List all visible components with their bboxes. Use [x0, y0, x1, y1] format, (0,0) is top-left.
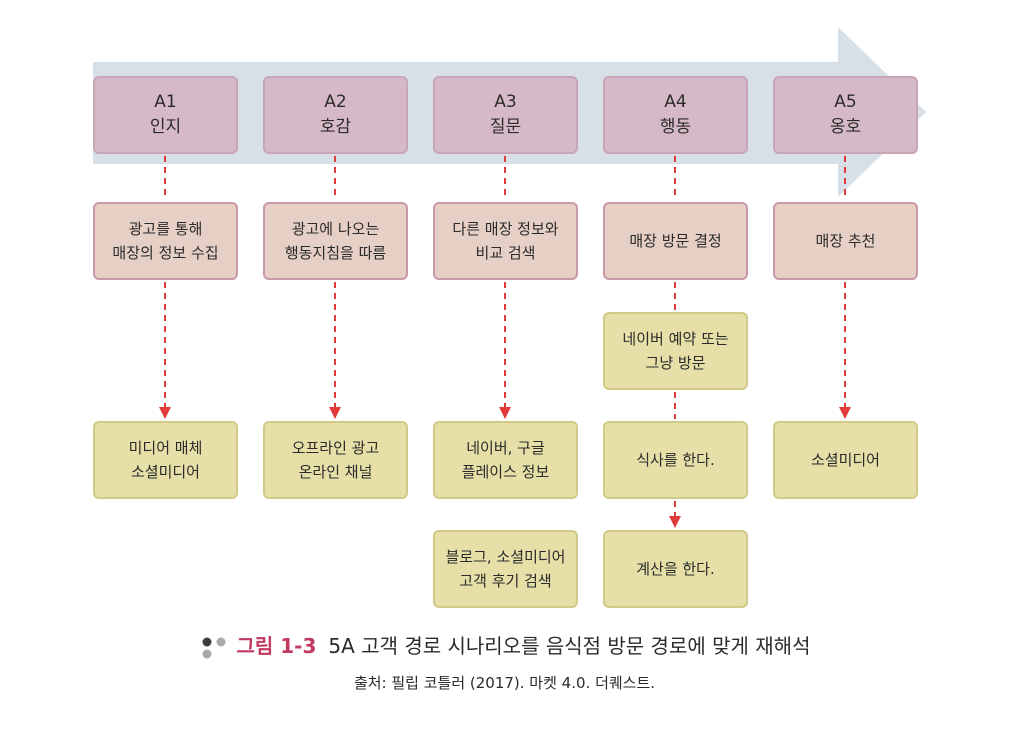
stage-box-a4: A4 행동 [603, 76, 748, 154]
result-box-a2: 오프라인 광고 온라인 채널 [263, 421, 408, 499]
stage-box-a5: A5 옹호 [773, 76, 918, 154]
result-line: 소셜미디어 [130, 463, 200, 481]
a4-visit-method-box: 네이버 예약 또는 그냥 방문 [603, 312, 748, 390]
result-line: 네이버, 구글 [466, 439, 545, 457]
action-line: 매장 추천 [815, 232, 876, 250]
stage-name: 옹호 [829, 117, 862, 137]
stage-box-a2: A2 호감 [263, 76, 408, 154]
result-line: 식사를 한다. [636, 451, 715, 469]
result-box-a4: 식사를 한다. [603, 421, 748, 499]
result-box-a1: 미디어 매체 소셜미디어 [93, 421, 238, 499]
stage-code: A2 [324, 92, 347, 112]
action-line: 매장의 정보 수집 [112, 244, 219, 262]
stage-name: 행동 [659, 117, 692, 137]
result-line: 미디어 매체 [128, 439, 203, 457]
connector-arrowhead-5 [839, 407, 851, 419]
action-box-a3: 다른 매장 정보와 비교 검색 [433, 202, 578, 280]
stage-code: A1 [154, 92, 177, 112]
stage-name: 질문 [489, 117, 522, 137]
action-box-a4: 매장 방문 결정 [603, 202, 748, 280]
stage-name: 호감 [319, 117, 352, 137]
action-box-a5: 매장 추천 [773, 202, 918, 280]
connector-arrowhead-3 [499, 407, 511, 419]
action-line: 다른 매장 정보와 [452, 220, 559, 238]
detail-line: 네이버 예약 또는 [622, 330, 729, 348]
stage-name: 인지 [149, 117, 182, 137]
result-line: 오프라인 광고 [291, 439, 380, 457]
connector-arrowhead-a4-payment [669, 516, 681, 528]
caption-bullet-icon [202, 637, 225, 658]
connector-arrowhead-1 [159, 407, 171, 419]
figure-caption: 그림 1-3 5A 고객 경로 시나리오를 음식점 방문 경로에 맞게 재해석 [0, 630, 1009, 659]
detail-line: 그냥 방문 [645, 354, 706, 372]
a4-payment-box: 계산을 한다. [603, 530, 748, 608]
action-line: 비교 검색 [475, 244, 536, 262]
detail-line: 블로그, 소셜미디어 [445, 548, 566, 566]
action-box-a1: 광고를 통해 매장의 정보 수집 [93, 202, 238, 280]
stage-box-a3: A3 질문 [433, 76, 578, 154]
action-line: 광고에 나오는 [291, 220, 380, 238]
result-box-a3: 네이버, 구글 플레이스 정보 [433, 421, 578, 499]
stage-box-a1: A1 인지 [93, 76, 238, 154]
action-line: 광고를 통해 [128, 220, 203, 238]
figure-title: 5A 고객 경로 시나리오를 음식점 방문 경로에 맞게 재해석 [328, 634, 811, 658]
action-line: 행동지침을 따름 [284, 244, 387, 262]
detail-line: 고객 후기 검색 [459, 572, 552, 590]
action-line: 매장 방문 결정 [629, 232, 722, 250]
result-line: 소셜미디어 [810, 451, 880, 469]
stage-code: A3 [494, 92, 517, 112]
detail-line: 계산을 한다. [636, 560, 715, 578]
a3-review-search-box: 블로그, 소셜미디어 고객 후기 검색 [433, 530, 578, 608]
stage-code: A4 [664, 92, 687, 112]
figure-source: 출처: 필립 코틀러 (2017). 마켓 4.0. 더퀘스트. [353, 674, 656, 692]
result-line: 플레이스 정보 [461, 463, 550, 481]
result-line: 온라인 채널 [298, 463, 373, 481]
connector-arrowhead-2 [329, 407, 341, 419]
stage-code: A5 [834, 92, 857, 112]
figure-label: 그림 1-3 [236, 634, 317, 658]
action-box-a2: 광고에 나오는 행동지침을 따름 [263, 202, 408, 280]
result-box-a5: 소셜미디어 [773, 421, 918, 499]
